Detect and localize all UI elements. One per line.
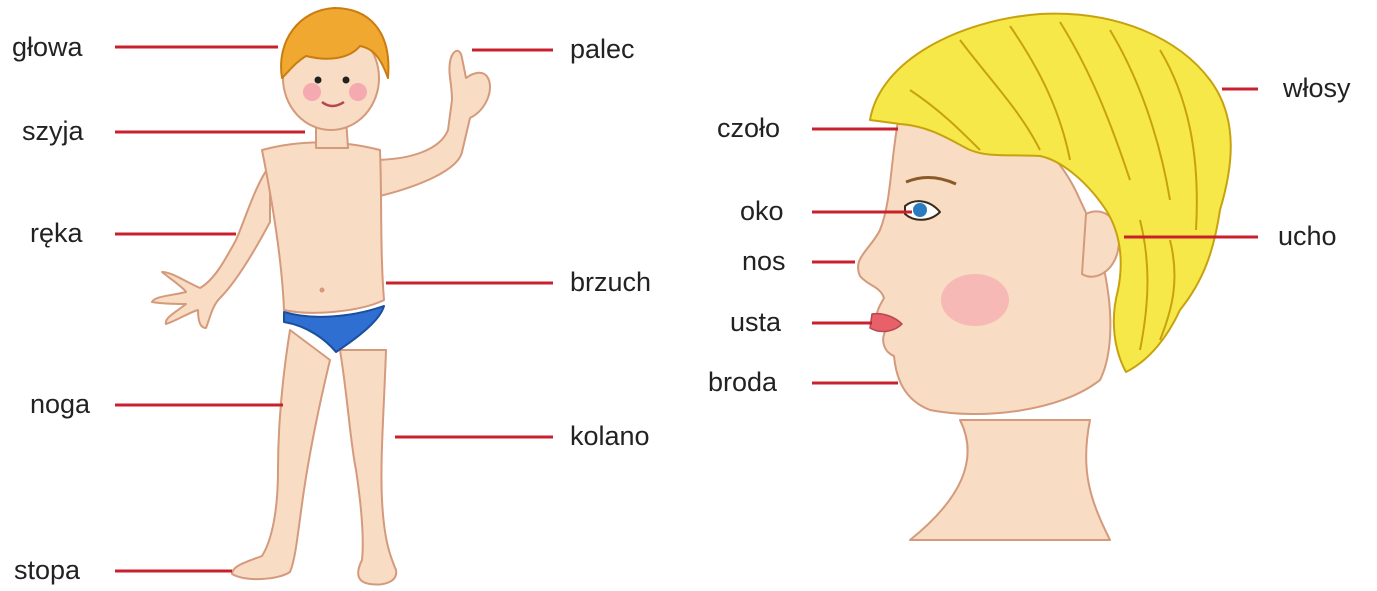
label-foot: stopa bbox=[14, 557, 80, 584]
label-eye: oko bbox=[740, 198, 784, 225]
profile-iris bbox=[913, 203, 927, 217]
child-right-eye bbox=[343, 77, 350, 84]
label-finger: palec bbox=[570, 36, 635, 63]
child-left-eye bbox=[315, 77, 322, 84]
label-mouth: usta bbox=[730, 309, 781, 336]
label-knee: kolano bbox=[570, 423, 650, 450]
label-head: głowa bbox=[12, 34, 83, 61]
profile-cheek bbox=[941, 274, 1009, 326]
label-belly: brzuch bbox=[570, 269, 651, 296]
child-left-cheek bbox=[303, 83, 321, 101]
label-leg: noga bbox=[30, 391, 90, 418]
child-right-cheek bbox=[349, 83, 367, 101]
label-chin: broda bbox=[708, 369, 777, 396]
child-navel bbox=[320, 288, 325, 293]
label-arm: ręka bbox=[30, 220, 83, 247]
label-ear: ucho bbox=[1278, 223, 1337, 250]
label-nose: nos bbox=[742, 248, 786, 275]
label-neck: szyja bbox=[22, 118, 84, 145]
label-hair: włosy bbox=[1283, 75, 1351, 102]
label-forehead: czoło bbox=[717, 115, 780, 142]
